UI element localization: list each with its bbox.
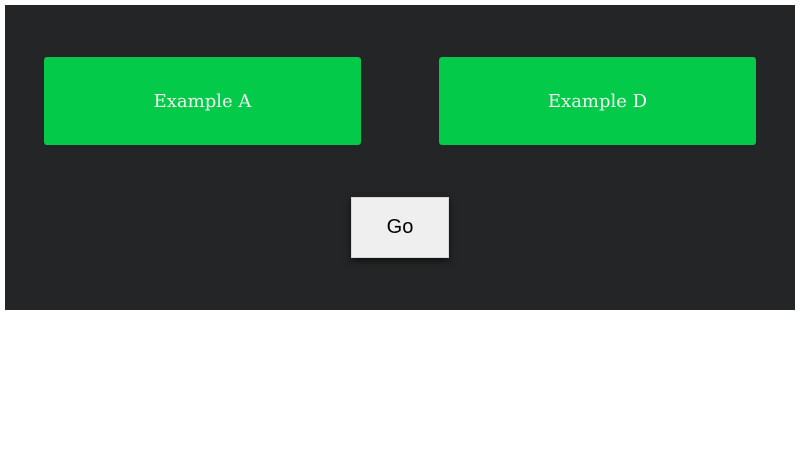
go-button[interactable]: Go xyxy=(351,197,449,258)
example-d-label: Example D xyxy=(547,90,648,112)
example-d-card[interactable]: Example D xyxy=(439,57,756,145)
example-a-card[interactable]: Example A xyxy=(44,57,361,145)
example-a-label: Example A xyxy=(153,90,252,112)
main-panel: Example A Example D Go xyxy=(5,5,795,310)
